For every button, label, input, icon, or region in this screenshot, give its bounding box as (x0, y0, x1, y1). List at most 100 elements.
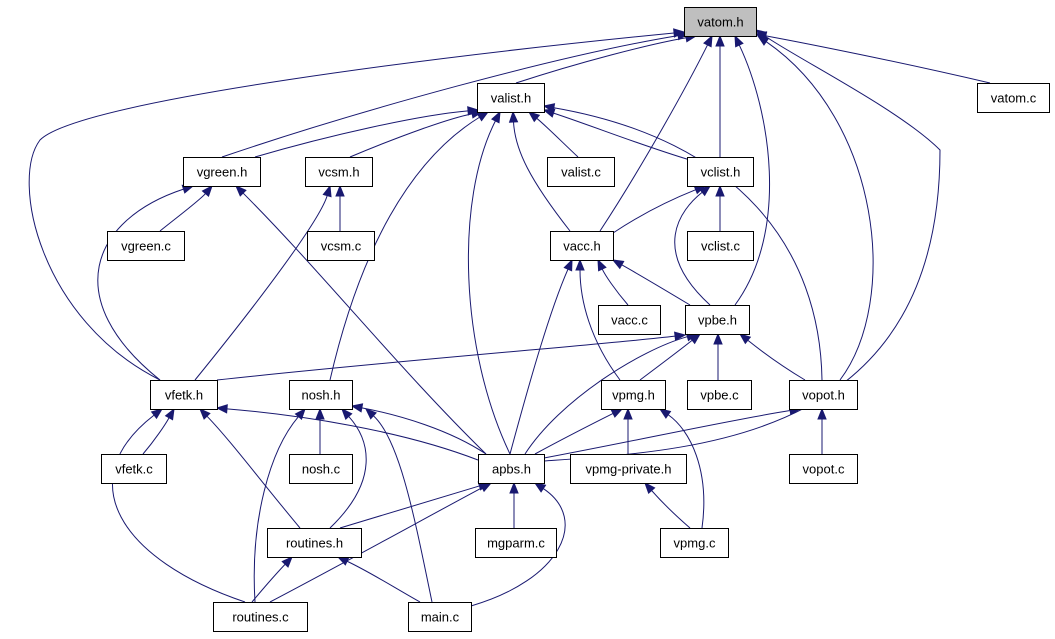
edge-routines-h-to-vfetk-h (199, 408, 301, 529)
node-box[interactable] (550, 231, 614, 261)
node-label: vpmg.c (674, 536, 716, 551)
node-vclist-c[interactable]: vclist.c (687, 231, 754, 261)
node-label: valist.h (491, 91, 531, 106)
edge-line (251, 563, 286, 603)
node-valist-c[interactable]: valist.c (547, 157, 615, 187)
edge-arrowhead (713, 332, 723, 345)
node-box[interactable] (660, 528, 729, 558)
node-valist-h[interactable]: valist.h (477, 83, 545, 113)
node-routines-c[interactable]: routines.c (213, 602, 308, 632)
edge-main-c-to-nosh-h (365, 408, 433, 603)
node-routines-h[interactable]: routines.h (267, 528, 362, 558)
node-box[interactable] (289, 380, 353, 410)
node-nosh-c[interactable]: nosh.c (289, 454, 353, 484)
node-box[interactable] (107, 231, 185, 261)
node-vgreen-c[interactable]: vgreen.c (107, 231, 185, 261)
node-box[interactable] (598, 305, 661, 335)
node-label: vfetk.h (165, 388, 203, 403)
edge-arrowhead (491, 110, 501, 124)
node-vpbe-c[interactable]: vpbe.c (687, 380, 752, 410)
node-vclist-h[interactable]: vclist.h (687, 157, 754, 187)
node-mgparm-c[interactable]: mgparm.c (475, 528, 557, 558)
node-label: routines.c (232, 610, 289, 625)
node-vfetk-c[interactable]: vfetk.c (101, 454, 167, 484)
node-box[interactable] (977, 83, 1050, 113)
edges-layer (28, 28, 991, 607)
node-label: vpbe.c (700, 388, 739, 403)
node-box[interactable] (789, 454, 858, 484)
edge-vfetk-h-to-vpbe-h (216, 331, 687, 381)
node-box[interactable] (267, 528, 362, 558)
edge-line (599, 44, 708, 232)
node-vpmg-private-h[interactable]: vpmg-private.h (570, 454, 687, 484)
node-box[interactable] (408, 602, 472, 632)
edge-arrowhead (738, 333, 752, 345)
node-main-c[interactable]: main.c (408, 602, 472, 632)
edge-vacc-c-to-vacc-h (597, 258, 629, 306)
node-box[interactable] (475, 528, 557, 558)
node-box[interactable] (601, 380, 666, 410)
edge-line (329, 116, 480, 381)
edge-arrowhead (658, 408, 672, 419)
edge-arrowhead (754, 29, 768, 40)
edge-vopot-h-to-vatom-h (756, 35, 874, 381)
node-vopot-c[interactable]: vopot.c (789, 454, 858, 484)
edge-arrowhead (644, 481, 656, 495)
edge-line (339, 485, 480, 529)
node-box[interactable] (305, 157, 373, 187)
node-box[interactable] (101, 454, 167, 484)
node-vatom-h[interactable]: vatom.h (684, 7, 757, 37)
node-box[interactable] (547, 157, 615, 187)
node-box[interactable] (307, 231, 375, 261)
edge-vpmg-private-h-to-vpmg-h (623, 407, 633, 454)
edge-line (601, 268, 629, 306)
edge-line (206, 415, 301, 529)
node-box[interactable] (289, 454, 353, 484)
node-label: nosh.c (302, 462, 341, 477)
node-vpmg-c[interactable]: vpmg.c (660, 528, 729, 558)
node-vcsm-h[interactable]: vcsm.h (305, 157, 373, 187)
edge-line (747, 339, 806, 381)
edge-line (765, 35, 991, 84)
node-box[interactable] (213, 602, 308, 632)
node-box[interactable] (789, 380, 858, 410)
node-vopot-h[interactable]: vopot.h (789, 380, 858, 410)
edge-arrowhead (335, 184, 345, 197)
node-label: vopot.c (803, 462, 845, 477)
node-box[interactable] (684, 7, 757, 37)
node-vacc-c[interactable]: vacc.c (598, 305, 661, 335)
edge-line (28, 32, 675, 381)
node-box[interactable] (477, 83, 545, 113)
node-vacc-h[interactable]: vacc.h (550, 231, 614, 261)
edge-line (346, 560, 421, 603)
node-vatom-c[interactable]: vatom.c (977, 83, 1050, 113)
node-vgreen-h[interactable]: vgreen.h (183, 157, 261, 187)
edge-apbs-h-to-vgreen-h (235, 185, 487, 455)
edge-line (194, 195, 328, 381)
node-box[interactable] (183, 157, 261, 187)
node-apbs-h[interactable]: apbs.h (478, 454, 545, 484)
node-vpbe-h[interactable]: vpbe.h (685, 305, 750, 335)
edge-vgreen-c-to-vgreen-h (159, 184, 213, 232)
node-vpmg-h[interactable]: vpmg.h (601, 380, 666, 410)
edge-arrowhead (533, 482, 547, 493)
node-nosh-h[interactable]: nosh.h (289, 380, 353, 410)
node-box[interactable] (687, 380, 752, 410)
edge-vcsm-c-to-vcsm-h (335, 184, 345, 231)
edge-vatom-c-to-vatom-h (754, 31, 991, 84)
node-vfetk-h[interactable]: vfetk.h (150, 380, 218, 410)
edge-vpmg-c-to-vpmg-h (658, 408, 705, 529)
edge-line (543, 35, 941, 462)
edge-line (639, 339, 693, 381)
edge-vpmg-h-to-vacc-h (575, 258, 621, 381)
node-vcsm-c[interactable]: vcsm.c (307, 231, 375, 261)
node-box[interactable] (687, 231, 754, 261)
node-box[interactable] (685, 305, 750, 335)
node-box[interactable] (478, 454, 545, 484)
node-box[interactable] (570, 454, 687, 484)
edge-routines-c-to-nosh-h (253, 407, 306, 603)
node-label: vclist.h (701, 165, 741, 180)
edge-main-c-to-routines-h (336, 556, 421, 603)
node-box[interactable] (150, 380, 218, 410)
node-box[interactable] (687, 157, 754, 187)
